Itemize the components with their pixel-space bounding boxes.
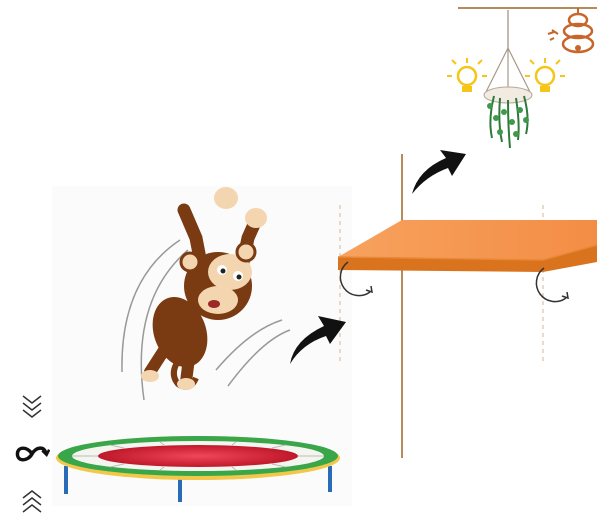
- chevrons-down-button[interactable]: [14, 392, 50, 420]
- chevrons-up-button[interactable]: [14, 488, 50, 516]
- infinity-loop-button[interactable]: [14, 440, 50, 468]
- floating-platform: [338, 220, 597, 272]
- light-bulb-icon: [447, 58, 487, 92]
- chevrons-down-icon: [20, 393, 44, 419]
- infinity-loop-icon: [14, 441, 50, 467]
- curved-arrow-icon: [412, 150, 466, 194]
- chevrons-up-icon: [20, 489, 44, 515]
- hanging-plant: [484, 10, 532, 148]
- rotation-arrow-icon: [536, 268, 568, 302]
- beehive-icon: [548, 8, 593, 52]
- light-bulb-icon: [525, 58, 565, 92]
